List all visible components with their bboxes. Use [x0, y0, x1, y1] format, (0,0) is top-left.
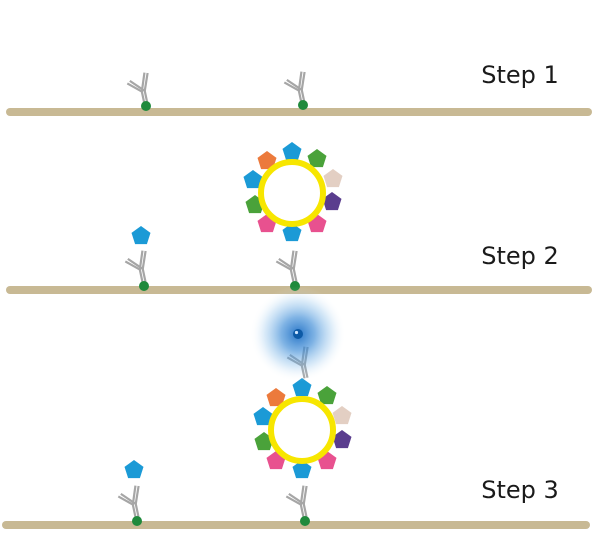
step-2-label: Step 2 — [481, 242, 559, 270]
particle-icon — [243, 142, 343, 242]
antibody-icon — [122, 248, 153, 287]
anchor-dot — [132, 516, 142, 526]
antibody-icon — [283, 483, 314, 522]
signal-dot — [293, 329, 303, 339]
antigen-pentagon-icon — [124, 460, 144, 479]
antibody-icon — [273, 248, 304, 287]
anchor-dot — [300, 516, 310, 526]
antigen-pentagon-icon — [282, 142, 302, 161]
anchor-dot — [298, 100, 308, 110]
particle-ring — [258, 159, 326, 227]
step-2-row: Step 2 — [6, 142, 592, 294]
step-1-label: Step 1 — [481, 61, 559, 89]
particle-icon — [253, 378, 352, 479]
step-3-row: Step 3 — [2, 286, 590, 529]
anchor-dot — [139, 281, 149, 291]
antigen-pentagon-icon — [131, 226, 151, 245]
signal-dot-highlight — [294, 330, 299, 335]
particle-ring — [268, 396, 336, 464]
antibody-icon — [115, 483, 146, 522]
step-1-row: Step 1 — [6, 61, 592, 116]
antigen-pentagon-icon — [323, 169, 343, 188]
antigen-pentagon-icon — [332, 406, 352, 425]
antibody-icon — [124, 70, 155, 109]
anchor-dot — [141, 101, 151, 111]
antibody-icon — [281, 69, 312, 108]
step-3-label: Step 3 — [481, 476, 559, 504]
